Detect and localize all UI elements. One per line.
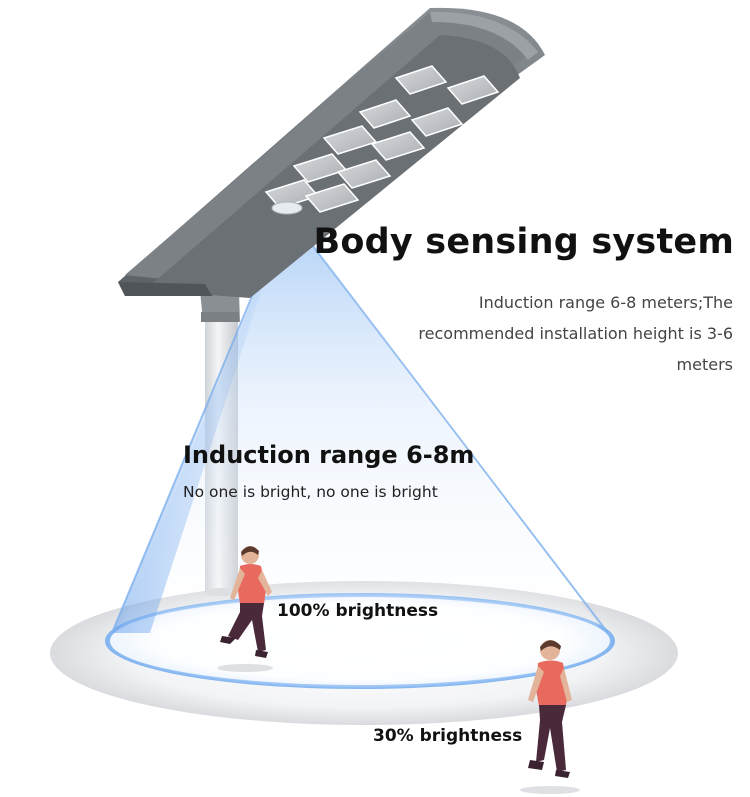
led-array [264,65,500,213]
solar-street-light-icon [118,7,545,322]
brightness-full-label: 100% brightness [277,601,439,621]
heading: Body sensing system [313,222,734,262]
range-title: Induction range 6-8m [183,441,475,469]
range-subtitle: No one is bright, no one is bright [183,483,438,501]
walking-person-icon [217,546,273,672]
description: Induction range 6-8 meters;The recommend… [418,293,733,374]
motion-sensor-icon [271,201,303,215]
light-beam [111,211,609,634]
brightness-dim-label: 30% brightness [373,726,523,746]
walking-person-icon [520,640,580,794]
